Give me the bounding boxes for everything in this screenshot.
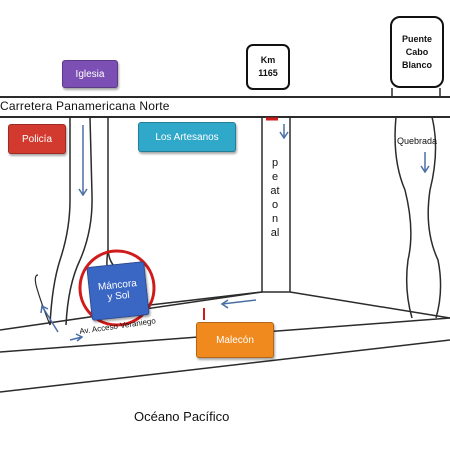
bridge-marker: Puente Cabo Blanco xyxy=(390,16,444,88)
left-street-outer xyxy=(34,274,51,326)
direction-arrows xyxy=(40,124,430,342)
place-policia-label: Policía xyxy=(21,133,52,145)
left-street xyxy=(49,117,71,326)
mancora-highlight-ring xyxy=(78,249,156,327)
ocean-label: Océano Pacífico xyxy=(134,409,230,424)
km-marker: Km 1165 xyxy=(246,44,290,90)
place-los-artesanos-label: Los Artesanos xyxy=(155,131,219,143)
km-marker-label: Km 1165 xyxy=(258,55,278,78)
place-malecon[interactable]: Malecón xyxy=(196,322,274,358)
stream-label: Quebrada xyxy=(397,136,438,146)
inner-block xyxy=(107,117,140,271)
stream-right-bank xyxy=(427,116,442,319)
coastline xyxy=(0,339,450,393)
place-mancora-y-sol-label: Máncora y Sol xyxy=(97,278,138,304)
place-iglesia-label: Iglesia xyxy=(75,68,105,80)
place-los-artesanos[interactable]: Los Artesanos xyxy=(138,122,236,152)
place-iglesia[interactable]: Iglesia xyxy=(62,60,118,88)
place-mancora-y-sol[interactable]: Máncora y Sol xyxy=(86,261,150,321)
place-malecon-label: Malecón xyxy=(216,334,254,346)
stream-left-bank xyxy=(394,116,413,319)
bridge-marker-label: Puente Cabo Blanco xyxy=(401,33,432,70)
left-street-inner xyxy=(65,116,93,326)
highway-label: Carretera Panamericana Norte xyxy=(0,99,170,113)
place-policia[interactable]: Policía xyxy=(8,124,66,154)
bridge-pillars xyxy=(391,88,441,97)
peatonal-label: peatonal xyxy=(270,157,280,239)
